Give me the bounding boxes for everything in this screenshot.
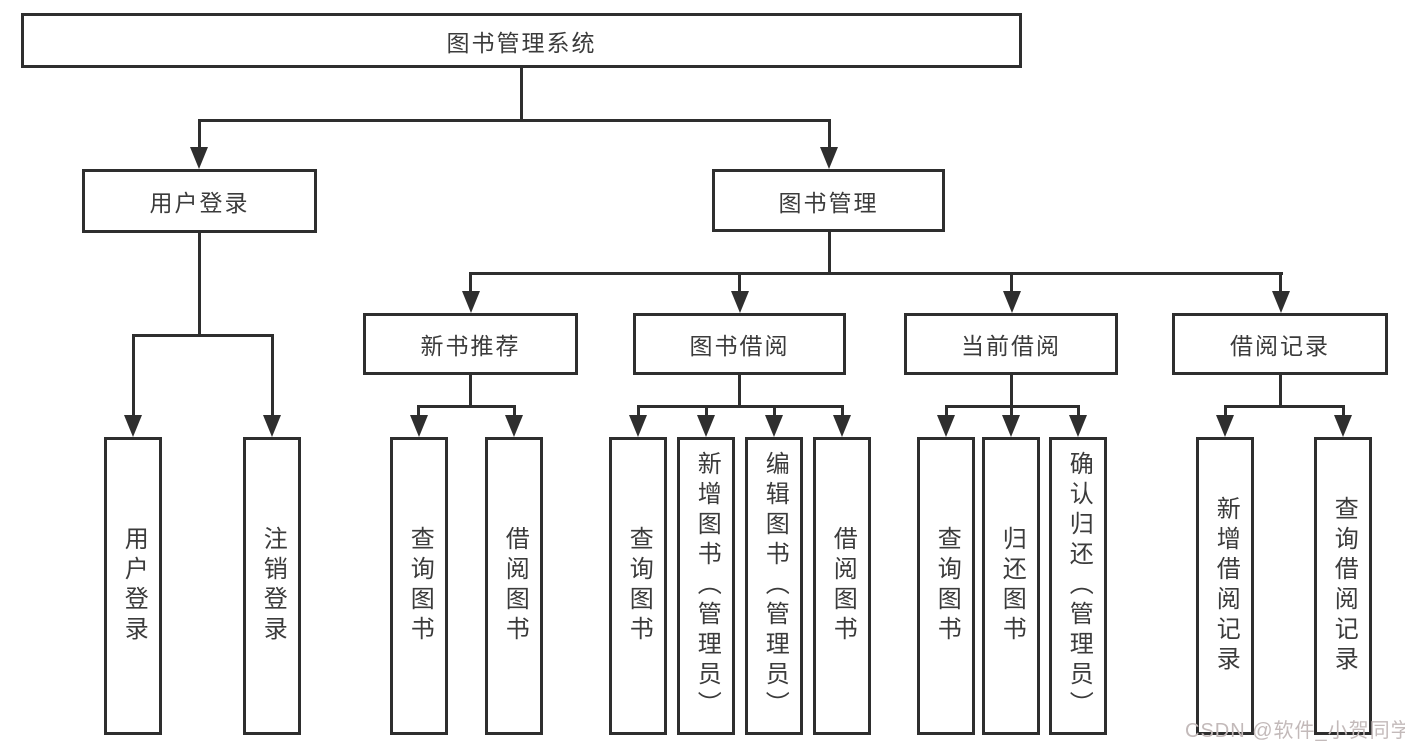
leaf-recommend-borrow-books-label: 借阅图书 [501, 526, 529, 646]
arrow-down-icon [1069, 415, 1087, 437]
connector-stem-leaf [417, 405, 420, 417]
arrow-down-icon [833, 415, 851, 437]
connector-stem-leaf [513, 405, 516, 417]
connector-trunk-new-book [469, 375, 472, 408]
arrow-down-icon [1272, 291, 1290, 313]
connector-stem-leaf [841, 405, 844, 417]
arrow-down-icon [263, 415, 281, 437]
leaf-current-query-books: 查询图书 [917, 437, 975, 735]
watermark: CSDN @软件_小贺同学 [1185, 720, 1405, 742]
connector-stem-leaf [637, 405, 640, 417]
connector-rail-borrowing [637, 405, 843, 408]
connector-trunk-root [520, 68, 523, 121]
connector-stem-new-book [469, 272, 472, 293]
leaf-borrowing-add-books-admin-label: 新增图书（管理员） [693, 451, 721, 721]
connector-stem-leaf [773, 405, 776, 417]
leaf-recommend-query-books-label: 查询图书 [406, 526, 434, 646]
connector-rail-book-management [469, 272, 1283, 275]
connector-trunk-borrowing [738, 375, 741, 408]
leaf-borrowing-borrow-books: 借阅图书 [813, 437, 871, 735]
arrow-down-icon [124, 415, 142, 437]
connector-stem-leaf [1077, 405, 1080, 417]
leaf-records-query-record: 查询借阅记录 [1314, 437, 1372, 735]
connector-stem-leaf [1342, 405, 1345, 417]
connector-trunk-user-login [198, 233, 201, 336]
leaf-user-login: 用户登录 [104, 437, 162, 735]
connector-stem-leaf [945, 405, 948, 417]
node-book-borrowing: 图书借阅 [633, 313, 846, 375]
leaf-current-confirm-return-admin-label: 确认归还（管理员） [1065, 451, 1093, 721]
connector-stem-leaf [705, 405, 708, 417]
connector-rail-root [198, 119, 831, 122]
leaf-current-return-books: 归还图书 [982, 437, 1040, 735]
connector-stem-current-borrowing [1010, 272, 1013, 293]
arrow-down-icon [820, 147, 838, 169]
leaf-borrowing-query-books-label: 查询图书 [625, 526, 653, 646]
connector-stem-logout [271, 334, 274, 415]
leaf-recommend-borrow-books: 借阅图书 [485, 437, 543, 735]
connector-rail-records [1224, 405, 1345, 408]
arrow-down-icon [505, 415, 523, 437]
connector-trunk-book-management [828, 232, 831, 274]
leaf-user-login-label: 用户登录 [120, 526, 148, 646]
leaf-current-query-books-label: 查询图书 [933, 526, 961, 646]
leaf-borrowing-add-books-admin: 新增图书（管理员） [677, 437, 735, 735]
node-new-book-recommend-label: 新书推荐 [420, 333, 521, 359]
leaf-current-confirm-return-admin: 确认归还（管理员） [1049, 437, 1107, 735]
arrow-down-icon [765, 415, 783, 437]
leaf-borrowing-borrow-books-label: 借阅图书 [829, 526, 857, 646]
node-user-login-group-label: 用户登录 [149, 190, 250, 216]
leaf-recommend-query-books: 查询图书 [390, 437, 448, 735]
connector-stem-borrowing-records [1279, 272, 1282, 293]
connector-stem-leaf [1010, 405, 1013, 417]
node-current-borrowing-label: 当前借阅 [961, 333, 1061, 359]
arrow-down-icon [410, 415, 428, 437]
leaf-borrowing-query-books: 查询图书 [609, 437, 667, 735]
node-new-book-recommend: 新书推荐 [363, 313, 578, 375]
node-borrowing-records-label: 借阅记录 [1230, 333, 1330, 359]
arrow-down-icon [1216, 415, 1234, 437]
arrow-down-icon [697, 415, 715, 437]
connector-rail-new-book [417, 405, 516, 408]
leaf-user-logout: 注销登录 [243, 437, 301, 735]
arrow-down-icon [1002, 415, 1020, 437]
node-borrowing-records: 借阅记录 [1172, 313, 1388, 375]
arrow-down-icon [462, 291, 480, 313]
leaf-borrowing-edit-books-admin: 编辑图书（管理员） [745, 437, 803, 735]
connector-stem-leaf [1224, 405, 1227, 417]
arrow-down-icon [1003, 291, 1021, 313]
leaf-borrowing-edit-books-admin-label: 编辑图书（管理员） [761, 451, 789, 721]
node-current-borrowing: 当前借阅 [904, 313, 1118, 375]
arrow-down-icon [937, 415, 955, 437]
connector-stem-book-management [828, 119, 831, 147]
leaf-current-return-books-label: 归还图书 [998, 526, 1026, 646]
node-book-management-group-label: 图书管理 [778, 189, 879, 216]
connector-rail-user-login [132, 334, 274, 337]
leaf-records-add-record-label: 新增借阅记录 [1212, 496, 1240, 676]
node-library-management-system: 图书管理系统 [21, 13, 1022, 68]
node-user-login-group: 用户登录 [82, 169, 317, 233]
arrow-down-icon [731, 291, 749, 313]
connector-stem-login [132, 334, 135, 415]
arrow-down-icon [1334, 415, 1352, 437]
connector-stem-user-login [198, 119, 201, 147]
arrow-down-icon [629, 415, 647, 437]
leaf-records-query-record-label: 查询借阅记录 [1330, 496, 1358, 676]
leaf-records-add-record: 新增借阅记录 [1196, 437, 1254, 735]
node-library-management-system-label: 图书管理系统 [446, 29, 597, 56]
connector-stem-book-borrowing [738, 272, 741, 293]
arrow-down-icon [190, 147, 208, 169]
connector-trunk-current [1010, 375, 1013, 408]
leaf-user-logout-label: 注销登录 [259, 526, 287, 646]
node-book-borrowing-label: 图书借阅 [689, 333, 790, 359]
node-book-management-group: 图书管理 [712, 169, 945, 232]
connector-trunk-records [1279, 375, 1282, 408]
